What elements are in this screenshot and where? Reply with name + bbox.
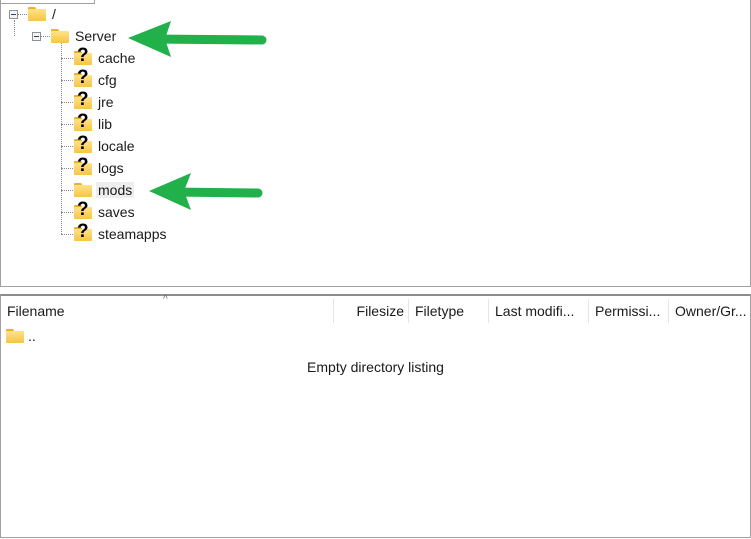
unknown-folder-icon: ? — [74, 90, 92, 110]
tree-item-label: saves — [98, 204, 135, 220]
tree-item-label: steamapps — [98, 226, 167, 242]
tree-line — [61, 190, 73, 191]
tree-line — [61, 234, 73, 235]
tree-item-mods[interactable]: mods — [74, 179, 135, 201]
collapse-root-button[interactable] — [9, 10, 18, 19]
column-header-filesize[interactable]: Filesize — [334, 299, 409, 323]
column-label: Filetype — [415, 303, 465, 319]
empty-listing-message: Empty directory listing — [307, 359, 444, 375]
question-mark-icon: ? — [77, 89, 89, 110]
tree-item-label: logs — [98, 160, 124, 176]
file-name: .. — [28, 328, 36, 344]
question-mark-icon: ? — [77, 199, 89, 220]
unknown-folder-icon: ? — [74, 222, 92, 242]
folder-icon — [51, 29, 69, 43]
unknown-folder-icon: ? — [74, 112, 92, 132]
tree-line — [14, 14, 27, 15]
tree-item-label: lib — [98, 116, 113, 132]
unknown-folder-icon: ? — [74, 200, 92, 220]
tree-line — [61, 58, 73, 59]
tree-item-label: cache — [98, 50, 136, 66]
folder-icon — [28, 7, 46, 21]
question-mark-icon: ? — [77, 133, 89, 154]
tree-item-label: jre — [98, 94, 114, 110]
tree-line — [61, 102, 73, 103]
column-header-filename[interactable]: Filename — [1, 299, 334, 323]
question-mark-icon: ? — [77, 155, 89, 176]
column-header-filetype[interactable]: Filetype — [409, 299, 489, 323]
tree-item-label: mods — [96, 182, 135, 198]
tree-item-root[interactable]: / — [28, 3, 56, 25]
tree-line — [37, 36, 50, 37]
tree-item-steamapps[interactable]: ? steamapps — [74, 222, 167, 245]
folder-icon — [6, 329, 24, 343]
column-label: Filename — [7, 303, 65, 319]
pane-divider — [1, 0, 95, 4]
tree-item-jre[interactable]: ? jre — [74, 90, 114, 113]
question-mark-icon: ? — [77, 45, 89, 66]
column-header-last-modified[interactable]: Last modifi... — [489, 299, 589, 323]
tree-line — [61, 42, 62, 234]
unknown-folder-icon: ? — [74, 68, 92, 88]
tree-item-server[interactable]: Server — [51, 25, 116, 47]
tree-line — [61, 212, 73, 213]
tree-line — [61, 124, 73, 125]
tree-item-label: cfg — [98, 72, 117, 88]
arrow-mods — [149, 173, 263, 210]
annotation-arrows — [128, 21, 267, 210]
column-label: Filesize — [356, 303, 404, 319]
tree-line — [14, 20, 15, 36]
remote-file-list: ^ Filename Filesize Filetype Last modifi… — [0, 294, 751, 538]
tree-item-locale[interactable]: ? locale — [74, 134, 135, 157]
tree-line — [61, 146, 73, 147]
tree-line — [61, 168, 73, 169]
tree-item-lib[interactable]: ? lib — [74, 112, 113, 135]
folder-icon — [74, 183, 92, 197]
tree-line — [61, 80, 73, 81]
unknown-folder-icon: ? — [74, 134, 92, 154]
column-label: Permissi... — [595, 303, 661, 319]
question-mark-icon: ? — [77, 221, 89, 242]
unknown-folder-icon: ? — [74, 156, 92, 176]
question-mark-icon: ? — [77, 111, 89, 132]
collapse-server-button[interactable] — [32, 32, 41, 41]
column-header-permissions[interactable]: Permissi... — [589, 299, 669, 323]
column-label: Last modifi... — [495, 303, 575, 319]
tree-item-cfg[interactable]: ? cfg — [74, 68, 117, 91]
tree-item-label: / — [52, 6, 56, 22]
column-label: Owner/Gr... — [675, 303, 747, 319]
tree-item-cache[interactable]: ? cache — [74, 46, 136, 69]
tree-item-logs[interactable]: ? logs — [74, 156, 124, 179]
tree-item-saves[interactable]: ? saves — [74, 200, 135, 223]
column-header-owner-group[interactable]: Owner/Gr... — [669, 299, 750, 323]
tree-item-label: Server — [75, 28, 117, 44]
unknown-folder-icon: ? — [74, 46, 92, 66]
tree-item-label: locale — [98, 138, 135, 154]
file-row-parent[interactable]: .. — [6, 325, 36, 347]
arrow-server — [128, 21, 267, 57]
question-mark-icon: ? — [77, 67, 89, 88]
sort-ascending-icon: ^ — [163, 294, 168, 305]
